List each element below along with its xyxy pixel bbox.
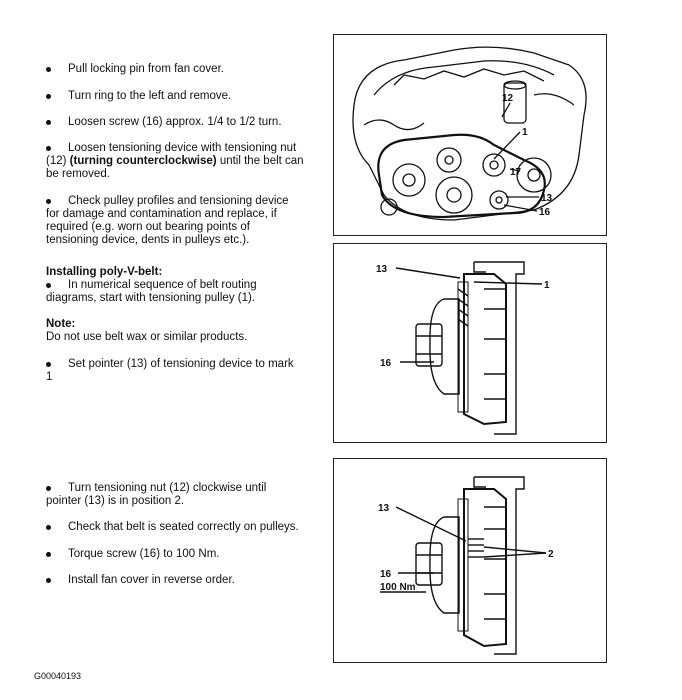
step-text: Pull locking pin from fan cover. xyxy=(68,63,224,75)
note-heading: Note: xyxy=(46,318,76,330)
bullet xyxy=(46,578,51,583)
step-text: Check that belt is seated correctly on p… xyxy=(68,521,299,533)
step-text: Loosen screw (16) approx. 1/4 to 1/2 tur… xyxy=(68,116,282,128)
figure3-label-13: 13 xyxy=(378,503,390,514)
bullet xyxy=(46,552,51,557)
figure-tensioner-mark-1: 13 1 16 xyxy=(333,243,607,443)
step-check-line4: tensioning device, dents in pulleys etc.… xyxy=(46,234,250,246)
figure2-label-13: 13 xyxy=(376,264,388,275)
figure1-label-13: 13 xyxy=(541,193,553,204)
bullet xyxy=(46,283,51,288)
bullet xyxy=(46,362,51,367)
bullet xyxy=(46,94,51,99)
figure3-label-torque: 100 Nm xyxy=(380,582,416,593)
step-check-line1: Check pulley profiles and tensioning dev… xyxy=(68,195,289,207)
bullet xyxy=(46,67,51,72)
step-text: Torque screw (16) to 100 Nm. xyxy=(68,548,220,560)
bullet xyxy=(46,146,51,151)
bullet xyxy=(46,525,51,530)
step-pointer-line2: 1 xyxy=(46,371,53,383)
step-check-line2: for damage and contamination and replace… xyxy=(46,208,277,220)
step-pointer-line1: Set pointer (13) of tensioning device to… xyxy=(68,358,294,370)
footer-code: G00040193 xyxy=(34,671,82,681)
bullet xyxy=(46,120,51,125)
step-text: Install fan cover in reverse order. xyxy=(68,574,235,586)
figure1-label-12: 12 xyxy=(502,93,514,104)
note-text: Do not use belt wax or similar products. xyxy=(46,331,248,343)
step-tension-rest: until the belt can xyxy=(216,155,304,167)
step-check-line3: required (e.g. worn out bearing points o… xyxy=(46,221,250,233)
install-line1: In numerical sequence of belt routing xyxy=(68,279,257,291)
figure1-label-17: 17 xyxy=(510,167,522,178)
step-tension-ref: (12) xyxy=(46,155,70,167)
figure3-label-2: 2 xyxy=(548,549,554,560)
tensioner-drawing-2: 13 2 16 100 Nm xyxy=(378,476,554,655)
figure-engine-belt-drive: 12 1 17 13 16 xyxy=(333,34,607,236)
step-tension-line1: Loosen tensioning device with tensioning… xyxy=(68,142,297,154)
step-text: Turn ring to the left and remove. xyxy=(68,90,232,102)
step-turn-line1: Turn tensioning nut (12) clockwise until xyxy=(68,482,267,494)
engine-drawing: 12 1 17 13 16 xyxy=(352,46,587,221)
figure1-label-1: 1 xyxy=(522,127,528,138)
figure-tensioner-position-2: 13 2 16 100 Nm xyxy=(333,458,607,663)
step-tension-line3: be removed. xyxy=(46,168,110,180)
bullet xyxy=(46,486,51,491)
bullet xyxy=(46,199,51,204)
install-line2: diagrams, start with tensioning pulley (… xyxy=(46,292,256,304)
install-heading: Installing poly-V-belt: xyxy=(46,266,163,278)
figure3-label-16: 16 xyxy=(380,569,392,580)
figure2-label-1: 1 xyxy=(544,280,550,291)
step-tension-emphasis: (turning counterclockwise) xyxy=(69,155,217,167)
figure2-label-16: 16 xyxy=(380,358,392,369)
figure1-label-16: 16 xyxy=(539,207,551,218)
step-turn-line2: pointer (13) is in position 2. xyxy=(46,495,185,507)
step-tension-line2: (12) (turning counterclockwise) until th… xyxy=(46,155,304,168)
tensioner-drawing-1: 13 1 16 xyxy=(376,261,550,435)
